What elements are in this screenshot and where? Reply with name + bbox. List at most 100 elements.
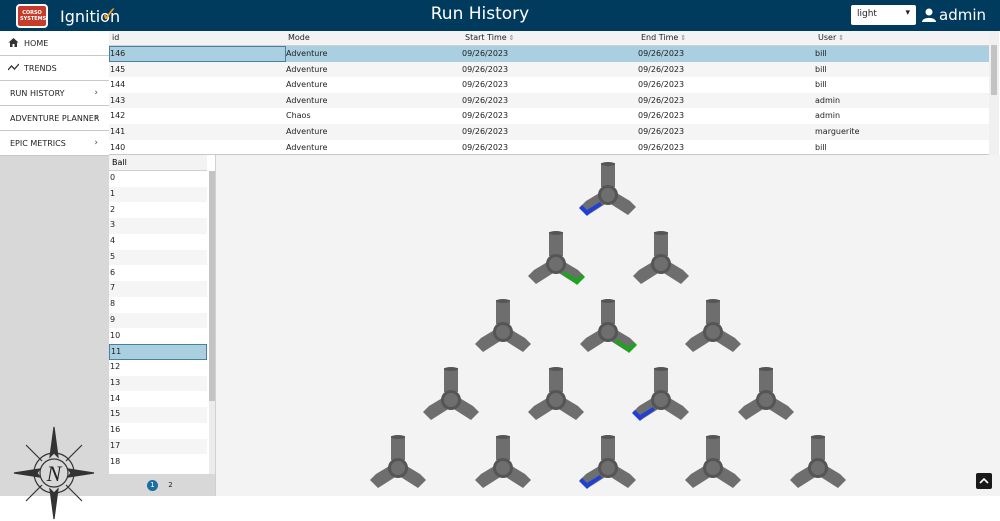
home-icon: [8, 38, 19, 47]
page-button-2[interactable]: 2: [168, 481, 173, 489]
plinko-peg-4-0: [370, 435, 426, 488]
ball-row[interactable]: 12: [110, 362, 121, 371]
table-cell-id: 146: [110, 49, 126, 58]
trend-icon: [8, 63, 19, 71]
ball-row[interactable]: 4: [110, 236, 116, 245]
ball-row[interactable]: 9: [109, 312, 207, 329]
plinko-peg-3-1: [527, 367, 584, 420]
plinko-peg-1-0: [527, 231, 585, 285]
sort-icon[interactable]: ⇕: [508, 34, 515, 42]
table-cell-end-time: 09/26/2023: [638, 142, 685, 152]
table-cell-mode: Adventure: [286, 80, 328, 90]
user-name[interactable]: admin: [939, 6, 986, 24]
sort-icon[interactable]: ⇕: [838, 34, 845, 42]
ball-row[interactable]: 8: [110, 299, 116, 308]
column-header-label: Mode: [288, 33, 310, 42]
table-cell-mode: Adventure: [286, 127, 328, 136]
ball-row[interactable]: 14: [110, 393, 121, 403]
ball-table-scrollbar[interactable]: [209, 171, 215, 474]
table-cell-mode: Adventure: [286, 64, 328, 74]
table-header: id Mode Start Time⇕ End Time⇕ User⇕: [109, 31, 989, 46]
ignition-check-icon: ✓: [101, 2, 118, 26]
ball-row[interactable]: 5: [109, 249, 207, 266]
sidebar-item-label: RUN HISTORY: [10, 89, 65, 98]
column-header-end-time[interactable]: End Time⇕: [641, 33, 686, 42]
plinko-peg-4-2: [579, 435, 636, 489]
table-cell-start-time: 09/26/2023: [462, 49, 509, 58]
ball-row[interactable]: 11: [109, 344, 207, 360]
ball-row[interactable]: 1: [109, 186, 207, 203]
column-header-user[interactable]: User⇕: [818, 33, 844, 42]
plinko-board: [215, 155, 1000, 496]
column-header-start-time[interactable]: Start Time⇕: [465, 33, 515, 42]
scroll-to-top-button[interactable]: [976, 473, 992, 489]
column-header-mode[interactable]: Mode: [288, 33, 310, 42]
compass-letter: N: [46, 461, 63, 486]
table-cell-end-time: 09/26/2023: [638, 64, 685, 74]
table-cell-start-time: 09/26/2023: [462, 111, 509, 121]
ball-row[interactable]: 13: [109, 375, 207, 392]
compass-logo: N: [13, 426, 95, 520]
sidebar-item-epic-metrics[interactable]: EPIC METRICS ›: [0, 131, 109, 156]
ball-column-header[interactable]: Ball: [109, 155, 207, 171]
chevron-right-icon: ›: [94, 113, 98, 123]
sidebar-item-home[interactable]: HOME: [0, 31, 109, 56]
plinko-peg-3-0: [422, 367, 479, 420]
column-header-label: End Time: [641, 33, 679, 42]
sidebar-item-label: EPIC METRICS: [10, 139, 66, 148]
table-cell-mode: Adventure: [286, 49, 328, 58]
sidebar-item-trends[interactable]: TRENDS: [0, 56, 109, 81]
corso-logo: CORSO SYSTEMS: [16, 4, 48, 28]
table-cell-end-time: 09/26/2023: [638, 127, 685, 136]
column-header-label: User: [818, 33, 837, 42]
column-header-label: id: [112, 33, 120, 42]
column-header-id[interactable]: id: [112, 33, 119, 42]
sidebar-item-adventure-planner[interactable]: ADVENTURE PLANNER ›: [0, 106, 109, 131]
ball-row[interactable]: 0: [110, 173, 116, 182]
table-cell-user: bill: [815, 80, 827, 90]
plinko-peg-4-3: [685, 435, 741, 488]
table-cell-start-time: 09/26/2023: [462, 127, 509, 136]
ball-row[interactable]: 6: [110, 267, 116, 277]
table-cell-id: 142: [110, 111, 126, 121]
ball-row[interactable]: 15: [109, 407, 207, 423]
table-scrollbar[interactable]: [989, 31, 999, 155]
ball-row[interactable]: 2: [110, 204, 116, 214]
table-cell-end-time: 09/26/2023: [638, 95, 685, 105]
ball-row[interactable]: 7: [109, 281, 207, 297]
pagination: 1 2: [109, 474, 215, 496]
sidebar-item-label: ADVENTURE PLANNER: [10, 114, 100, 123]
table-cell-id: 143: [110, 95, 126, 105]
ball-row[interactable]: 10: [110, 330, 121, 340]
plinko-peg-3-3: [737, 367, 794, 420]
scrollbar-thumb[interactable]: [209, 171, 215, 401]
table-cell-id: 141: [110, 127, 126, 136]
user-icon[interactable]: [922, 8, 936, 22]
ball-row[interactable]: 18: [110, 456, 121, 466]
scrollbar-thumb[interactable]: [991, 45, 997, 95]
page-title: Run History: [430, 4, 530, 24]
plinko-peg-4-4: [790, 435, 846, 488]
ball-row[interactable]: 17: [109, 438, 207, 455]
table-cell-end-time: 09/26/2023: [638, 49, 685, 58]
ball-row[interactable]: 3: [109, 218, 207, 234]
table-cell-mode: Chaos: [286, 111, 311, 121]
plinko-peg-0-0: [579, 162, 636, 216]
selected-cell-outline: [109, 46, 286, 62]
page-button-1[interactable]: 1: [147, 480, 158, 491]
ball-row[interactable]: 16: [110, 425, 121, 434]
theme-dropdown[interactable]: light ▾: [851, 5, 916, 25]
plinko-peg-2-0: [475, 299, 531, 352]
sort-icon[interactable]: ⇕: [680, 34, 687, 42]
plinko-peg-1-1: [632, 231, 689, 284]
sidebar-item-run-history[interactable]: RUN HISTORY ›: [0, 81, 109, 106]
chevron-up-icon: [979, 477, 989, 484]
